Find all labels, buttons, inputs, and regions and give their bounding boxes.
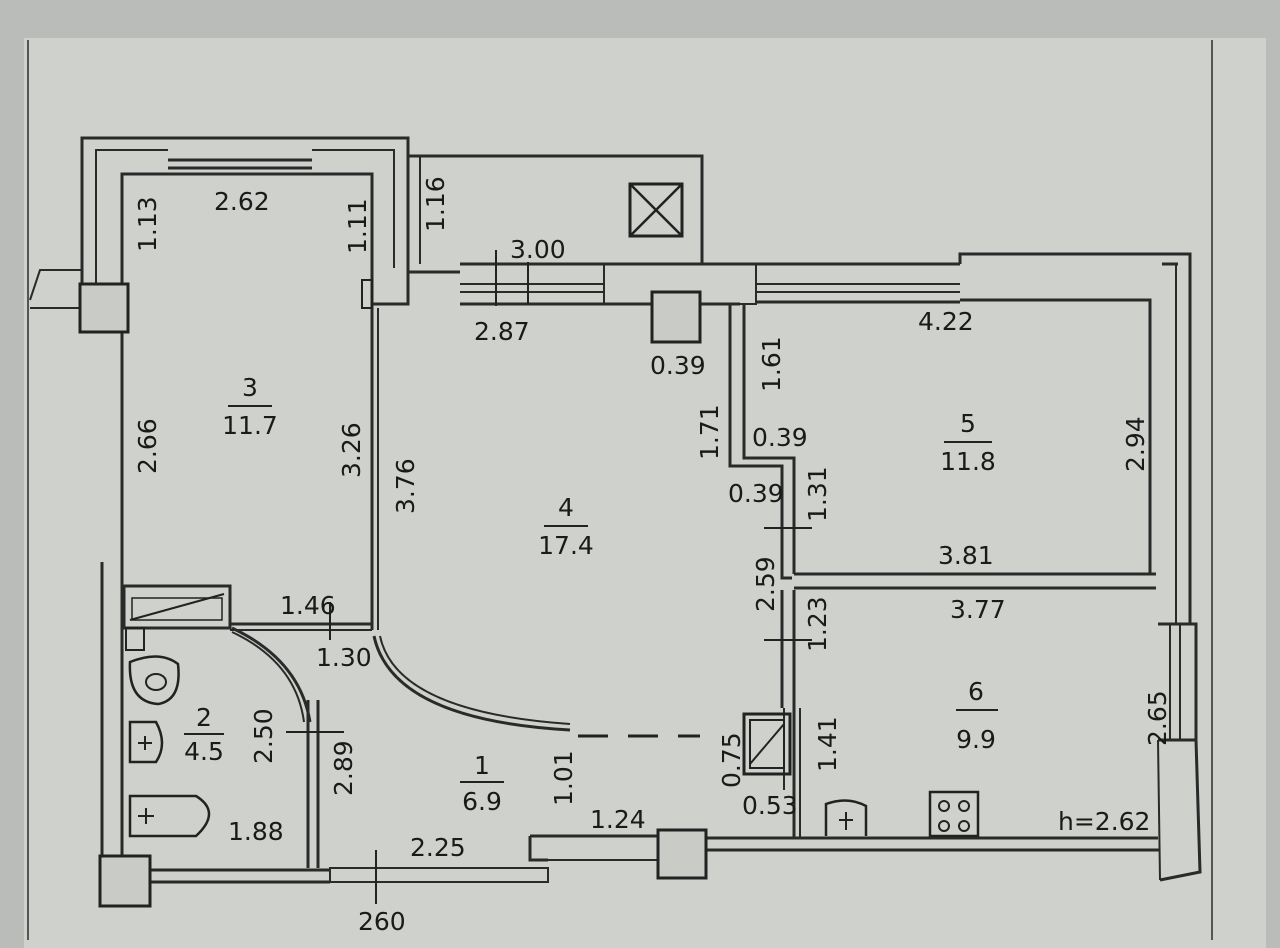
dim-label: 2.89 xyxy=(329,740,358,796)
dim-label: 2.62 xyxy=(214,187,270,216)
room-5: 5 11.8 xyxy=(940,409,996,476)
dim-label: 3.77 xyxy=(950,595,1006,624)
room-1: 1 6.9 xyxy=(460,751,504,816)
room-6: 6 9.9 xyxy=(956,677,998,754)
dim-label: 0.39 xyxy=(650,351,706,380)
dim-label: 1.46 xyxy=(280,591,336,620)
dim-label: 1.16 xyxy=(421,176,450,232)
dim-label: 260 xyxy=(358,907,406,936)
dim-label: 2.66 xyxy=(133,418,162,474)
dim-label: 1.01 xyxy=(549,750,578,806)
dim-label: 0.75 xyxy=(717,732,746,788)
dim-label: 3.81 xyxy=(938,541,994,570)
paper-sheet xyxy=(24,38,1266,948)
room-2: 2 4.5 xyxy=(184,703,224,766)
dim-label: 3.76 xyxy=(391,458,420,514)
dim-label: 0.39 xyxy=(728,479,784,508)
room-3: 3 11.7 xyxy=(222,373,278,440)
svg-text:6.9: 6.9 xyxy=(462,787,502,816)
svg-text:3: 3 xyxy=(242,373,258,402)
kitchen-sink-icon xyxy=(824,799,868,836)
dim-label: 1.31 xyxy=(803,466,832,522)
fixtures xyxy=(128,655,980,838)
dim-label: 2.87 xyxy=(474,317,530,346)
svg-text:6: 6 xyxy=(968,677,984,706)
dim-label: 2.25 xyxy=(410,833,466,862)
dim-label: 1.61 xyxy=(757,336,786,392)
dim-label: 1.11 xyxy=(343,198,372,254)
dim-label: 4.22 xyxy=(918,307,974,336)
dim-label: 1.41 xyxy=(813,716,842,772)
dim-label: 2.59 xyxy=(751,556,780,612)
svg-text:11.7: 11.7 xyxy=(222,411,278,440)
dim-label: 2.65 xyxy=(1143,690,1172,746)
room-4: 4 17.4 xyxy=(538,493,594,560)
stove-icon xyxy=(928,790,980,838)
dim-label: 2.50 xyxy=(249,708,278,764)
dim-label: 1.88 xyxy=(228,817,284,846)
toilet-icon xyxy=(128,655,180,706)
dim-label: 1.23 xyxy=(803,596,832,652)
dim-label: 1.24 xyxy=(590,805,646,834)
dimension-labels: 2.62 1.13 1.11 1.16 3.00 2.87 0.39 4.22 … xyxy=(133,176,1172,936)
svg-text:2: 2 xyxy=(196,703,212,732)
svg-text:9.9: 9.9 xyxy=(956,725,996,754)
door-swings xyxy=(231,626,700,738)
svg-text:5: 5 xyxy=(960,409,976,438)
svg-text:11.8: 11.8 xyxy=(940,447,996,476)
dim-label: 2.94 xyxy=(1121,416,1150,472)
ceiling-height-label: h=2.62 xyxy=(1058,807,1150,836)
dim-label: 0.39 xyxy=(752,423,808,452)
svg-text:4.5: 4.5 xyxy=(184,737,224,766)
dim-label: 1.71 xyxy=(695,404,724,460)
dim-label: 1.13 xyxy=(133,196,162,252)
walls xyxy=(29,136,1202,908)
dim-label: 0.53 xyxy=(742,791,798,820)
svg-text:4: 4 xyxy=(558,493,574,522)
dim-label: 3.00 xyxy=(510,235,566,264)
dim-label: 3.26 xyxy=(337,422,366,478)
bathtub-icon xyxy=(128,794,211,838)
dim-label: 1.30 xyxy=(316,643,372,672)
sink-icon xyxy=(128,720,164,764)
svg-text:17.4: 17.4 xyxy=(538,531,594,560)
dimension-ticks xyxy=(286,250,812,904)
svg-text:1: 1 xyxy=(474,751,490,780)
